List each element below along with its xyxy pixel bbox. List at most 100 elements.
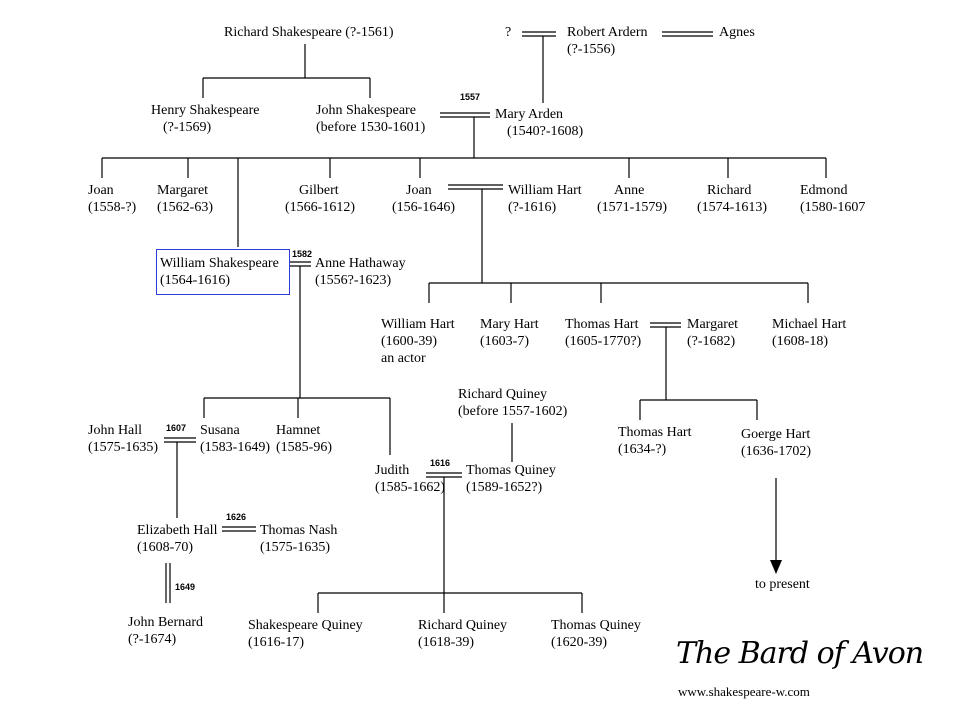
person-name: Michael Hart <box>772 317 847 332</box>
person-name: Agnes <box>719 25 755 40</box>
person-name: Gilbert <box>299 183 339 198</box>
person-name: John Hall <box>88 423 143 438</box>
person-mary-arden: Mary Arden (1540?-1608) <box>495 106 583 140</box>
person-name: Edmond <box>800 183 848 198</box>
person-name: Mary Hart <box>480 317 539 332</box>
person-anne-hathaway: Anne Hathaway (1556?-1623) <box>315 255 406 289</box>
person-name: William Shakespeare <box>160 256 279 271</box>
person-anne: Anne (1571-1579) <box>597 182 667 216</box>
person-name: John Bernard <box>128 615 204 630</box>
person-dates: (1589-1652?) <box>466 480 543 495</box>
person-name: Henry Shakespeare <box>151 103 260 118</box>
marriage-year-1649: 1649 <box>175 582 196 592</box>
site-url: www.shakespeare-w.com <box>678 684 810 699</box>
person-dates: (1566-1612) <box>285 200 355 215</box>
person-name: John Shakespeare <box>316 103 416 118</box>
person-name: Joan <box>406 183 432 198</box>
person-goerge-hart: Goerge Hart (1636-1702) <box>741 426 811 460</box>
person-name: Richard Quiney <box>418 618 508 633</box>
person-dates: (1583-1649) <box>200 440 270 455</box>
person-name: Thomas Quiney <box>551 618 641 633</box>
person-dates: (1616-17) <box>248 635 304 650</box>
person-dates: (1585-96) <box>276 440 332 455</box>
person-name: William Hart <box>508 183 582 198</box>
person-dates: (1603-7) <box>480 334 529 349</box>
person-william-hart: William Hart (?-1616) <box>508 182 582 216</box>
marriage-year-1616: 1616 <box>430 458 451 468</box>
to-present-label: to present <box>755 577 810 592</box>
person-dates: (1608-18) <box>772 334 828 349</box>
person-dates: (156-1646) <box>392 200 455 215</box>
person-richard: Richard (1574-1613) <box>697 182 767 216</box>
person-thomas-quiney: Thomas Quiney (1589-1652?) <box>466 462 556 496</box>
person-thomas-hart-jr: Thomas Hart (1634-?) <box>618 424 691 458</box>
marriage-year-1607: 1607 <box>166 423 187 433</box>
person-thomas-quiney-jr: Thomas Quiney (1620-39) <box>551 617 641 651</box>
person-joan-1: Joan (1558-?) <box>88 182 136 216</box>
person-richard-quiney: Richard Quiney (before 1557-1602) <box>458 386 567 420</box>
person-dates: (?-1569) <box>163 120 212 135</box>
person-hamnet: Hamnet (1585-96) <box>276 422 332 456</box>
person-dates: (1634-?) <box>618 442 667 457</box>
marriage-year-1626: 1626 <box>226 512 247 522</box>
person-michael-hart: Michael Hart (1608-18) <box>772 316 846 350</box>
person-name: Goerge Hart <box>741 427 811 442</box>
person-thomas-nash: Thomas Nash (1575-1635) <box>260 522 337 556</box>
person-dates: (before 1530-1601) <box>316 120 426 135</box>
person-dates: (?-1682) <box>687 334 736 349</box>
person-name: Thomas Nash <box>260 523 338 538</box>
person-name: Elizabeth Hall <box>137 523 218 538</box>
person-richard-shakespeare: Richard Shakespeare (?-1561) <box>224 24 393 41</box>
person-agnes: Agnes <box>719 24 755 41</box>
person-name: Robert Ardern <box>567 25 648 40</box>
william-shakespeare-highlight <box>156 249 290 295</box>
person-mary-hart: Mary Hart (1603-7) <box>480 316 539 350</box>
person-name: Susana <box>200 423 240 438</box>
person-thomas-hart: Thomas Hart (1605-1770?) <box>565 316 641 350</box>
person-margaret-2: Margaret (?-1682) <box>687 316 738 350</box>
person-judith: Judith (1585-1662) <box>375 462 445 496</box>
person-name: ? <box>505 25 512 40</box>
marriage-year-1582: 1582 <box>292 249 313 259</box>
person-dates: (1574-1613) <box>697 200 767 215</box>
person-name: Shakespeare Quiney <box>248 618 363 633</box>
person-dates: (1620-39) <box>551 635 607 650</box>
person-name: Joan <box>88 183 114 198</box>
person-dates: (before 1557-1602) <box>458 404 568 419</box>
person-joan-2: Joan (156-1646) <box>392 182 455 216</box>
person-edmond: Edmond (1580-1607 <box>800 182 865 216</box>
person-name: William Hart <box>381 317 455 332</box>
person-william-shakespeare: William Shakespeare (1564-1616) <box>160 255 279 289</box>
person-dates: (1618-39) <box>418 635 474 650</box>
person-dates: (1558-?) <box>88 200 137 215</box>
person-dates: (1605-1770?) <box>565 334 642 349</box>
person-name: Anne <box>614 183 645 198</box>
person-susana: Susana (1583-1649) <box>200 422 270 456</box>
person-dates: (1540?-1608) <box>507 124 584 139</box>
person-margaret-1: Margaret (1562-63) <box>157 182 213 216</box>
person-dates: (?-1616) <box>508 200 557 215</box>
person-name: Richard Shakespeare (?-1561) <box>224 25 394 40</box>
person-dates: (?-1674) <box>128 632 177 647</box>
person-dates: (1562-63) <box>157 200 213 215</box>
person-name: Mary Arden <box>495 107 564 122</box>
person-name: Thomas Hart <box>618 425 692 440</box>
person-name: Margaret <box>687 317 739 332</box>
person-name: Richard Quiney <box>458 387 548 402</box>
person-richard-quiney-jr: Richard Quiney (1618-39) <box>418 617 507 651</box>
marriage-year-1557: 1557 <box>460 92 481 102</box>
person-name: Thomas Hart <box>565 317 639 332</box>
person-dates: (1636-1702) <box>741 444 811 459</box>
person-name: Hamnet <box>276 423 321 438</box>
person-dates: (1585-1662) <box>375 480 445 495</box>
person-dates: (1600-39) <box>381 334 437 349</box>
person-name: Anne Hathaway <box>315 256 406 271</box>
person-unknown: ? <box>505 24 511 41</box>
person-dates: (?-1556) <box>567 42 616 57</box>
person-dates: (1580-1607 <box>800 200 866 215</box>
person-name: Margaret <box>157 183 209 198</box>
person-robert-arden: Robert Ardern (?-1556) <box>567 24 647 58</box>
person-name: Richard <box>707 183 752 198</box>
person-william-hart-jr: William Hart (1600-39) an actor <box>381 316 455 367</box>
